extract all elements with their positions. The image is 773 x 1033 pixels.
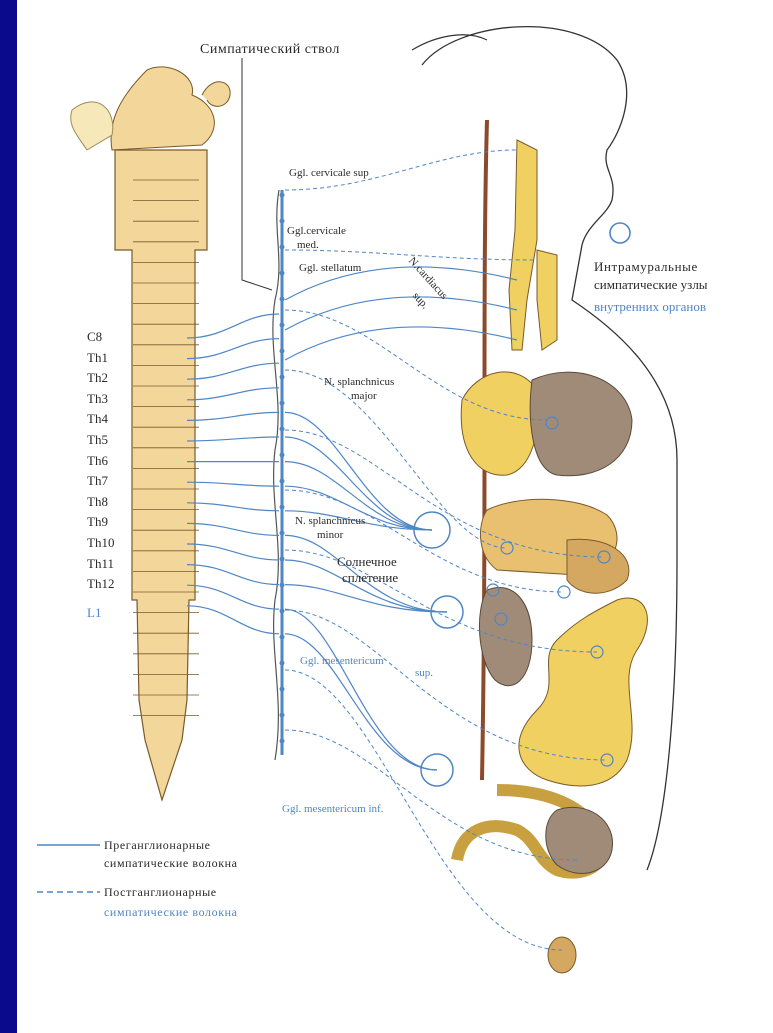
trunk-ganglion-dot [280, 245, 285, 250]
splanchnic-fiber [285, 585, 447, 612]
preganglionic-fiber [187, 565, 279, 585]
segment-label: Th11 [87, 557, 114, 571]
trunk-ganglion-dot [280, 739, 285, 744]
label-solar-plexus-1: Солнечное [337, 554, 397, 570]
trunk-ganglion-dot [280, 479, 285, 484]
trunk-ganglion-dot [280, 297, 285, 302]
intramural-legend-circle [610, 223, 630, 243]
trunk-ganglion-dot [280, 531, 285, 536]
testis [548, 937, 576, 973]
label-stellatum: Ggl. stellatum [299, 262, 361, 274]
preganglionic-fiber [187, 523, 279, 535]
skull-hook [202, 82, 230, 107]
preganglionic-fiber [187, 585, 279, 609]
segment-label: Th7 [87, 474, 108, 488]
trunk-ganglion-dot [280, 635, 285, 640]
label-splanchnicus-minor-2: minor [317, 529, 343, 541]
label-intramural-3: внутренних органов [594, 299, 706, 315]
label-cervicale-med-2: med. [297, 239, 319, 251]
occipital-bone [71, 102, 113, 150]
anatomy-illustration [17, 0, 773, 1033]
segment-label: Th2 [87, 371, 108, 385]
stomach [567, 539, 629, 593]
diagram-frame: Симпатический ствол Ggl. cervicale sup G… [17, 0, 773, 1033]
legend-post-2: симпатические волокна [104, 905, 238, 920]
title-pointer [242, 58, 272, 290]
trunk-ganglion-dot [280, 713, 285, 718]
legend-post-1: Постганглионарные [104, 885, 217, 900]
segment-label: Th6 [87, 454, 108, 468]
segment-label: L1 [87, 606, 101, 620]
segment-label: Th1 [87, 351, 108, 365]
trunk-ganglion-dot [280, 193, 285, 198]
skull-base [111, 67, 214, 150]
trachea [537, 250, 557, 350]
splanchnic-fiber [285, 609, 437, 770]
segment-label: Th3 [87, 392, 108, 406]
segment-label: Th9 [87, 515, 108, 529]
label-splanchnicus-major-1: N. splanchnicus [324, 376, 394, 388]
legend-pre-2: симпатические волокна [104, 856, 238, 871]
trunk-ganglion-dot [280, 271, 285, 276]
segment-label: Th5 [87, 433, 108, 447]
preganglionic-fiber [285, 327, 517, 360]
label-intramural-1: Интрамуральные [594, 259, 698, 275]
ear-outline [412, 35, 487, 50]
label-mesentericum-sup-2: sup. [415, 667, 433, 679]
label-cervicale-sup: Ggl. cervicale sup [289, 167, 369, 179]
pharynx [509, 140, 537, 350]
label-splanchnicus-major-2: major [351, 390, 377, 402]
preganglionic-fiber [285, 297, 517, 330]
trunk-ganglion-dot [280, 427, 285, 432]
trunk-ganglion-dot [280, 401, 285, 406]
preganglionic-fiber [187, 363, 279, 379]
trunk-ganglion-dot [280, 583, 285, 588]
preganglionic-fiber [187, 339, 279, 359]
large-intestine [519, 598, 648, 786]
bladder [546, 807, 613, 873]
trunk-ganglion-dot [280, 219, 285, 224]
segment-label: Th4 [87, 412, 108, 426]
preganglionic-fiber [187, 544, 279, 560]
preganglionic-fiber [187, 437, 279, 441]
segment-label: Th10 [87, 536, 114, 550]
preganglionic-fiber [187, 412, 279, 420]
label-intramural-2: симпатические узлы [594, 277, 708, 293]
trunk-ganglion-dot [280, 557, 285, 562]
lung-left [461, 372, 538, 475]
trunk-ganglion-dot [280, 661, 285, 666]
trunk-ganglion-dot [280, 687, 285, 692]
label-solar-plexus-2: сплетение [342, 570, 398, 586]
trunk-ganglion-dot [280, 375, 285, 380]
segment-label: Th12 [87, 577, 114, 591]
preganglionic-fiber [187, 606, 279, 634]
trunk-ganglion-dot [280, 505, 285, 510]
trunk-ganglion-dot [280, 609, 285, 614]
preganglionic-fiber [187, 503, 279, 511]
trunk-ganglion-dot [280, 323, 285, 328]
diagram-title: Симпатический ствол [200, 44, 340, 56]
preganglionic-fiber [187, 482, 279, 486]
preganglionic-fiber [187, 388, 279, 400]
label-splanchnicus-minor-1: N. splanchnicus [295, 515, 365, 527]
preganglionic-fiber [187, 314, 279, 338]
label-mesentericum-inf: Ggl. mesentericum inf. [282, 803, 383, 815]
spinal-column [115, 150, 207, 800]
trunk-ganglion-dot [280, 453, 285, 458]
segment-label: C8 [87, 330, 102, 344]
trunk-ganglion-dot [280, 349, 285, 354]
sympathetic-trunk [273, 190, 279, 760]
kidney [479, 587, 532, 685]
segment-label: Th8 [87, 495, 108, 509]
legend-pre-1: Преганглионарные [104, 838, 211, 853]
label-mesentericum-sup-1: Ggl. mesentericum [300, 655, 384, 667]
label-cervicale-med-1: Ggl.cervicale [287, 225, 346, 237]
